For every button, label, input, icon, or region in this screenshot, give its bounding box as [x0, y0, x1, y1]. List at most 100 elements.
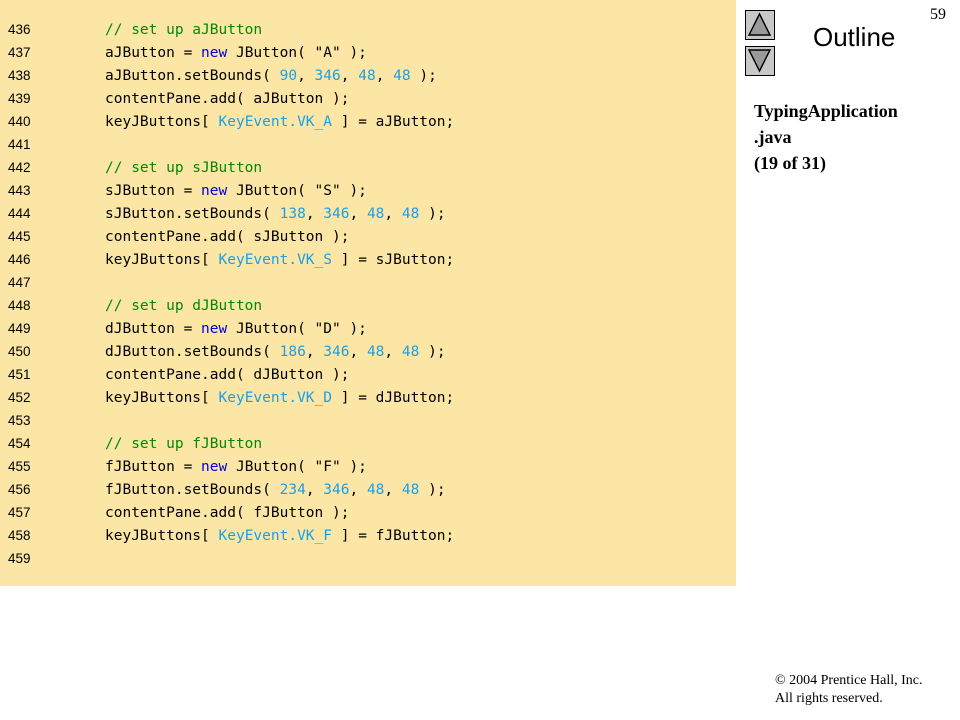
line-number: 447: [8, 275, 31, 290]
code-text: sJButton.setBounds(: [105, 206, 280, 222]
line-number: 446: [8, 252, 31, 267]
line-number: 452: [8, 390, 31, 405]
code-text: sJButton =: [105, 183, 202, 199]
file-name-line1: TypingApplication: [754, 101, 898, 121]
code-text: ,: [349, 206, 367, 222]
line-number: 439: [8, 91, 31, 106]
line-number: 436: [8, 22, 31, 37]
code-text: );: [419, 344, 446, 360]
line-number: 451: [8, 367, 31, 382]
line-number: 450: [8, 344, 31, 359]
file-part-indicator: (19 of 31): [754, 153, 826, 173]
line-number: 438: [8, 68, 31, 83]
code-text: );: [410, 68, 437, 84]
code-text: keyJButtons[: [105, 114, 219, 130]
code-comment: // set up dJButton: [105, 298, 263, 314]
code-text: );: [419, 206, 446, 222]
code-text: ,: [349, 482, 367, 498]
outline-label: Outline: [813, 22, 896, 52]
code-number: 48: [358, 68, 376, 84]
code-text: fJButton.setBounds(: [105, 482, 280, 498]
code-text: contentPane.add( fJButton );: [105, 505, 350, 521]
code-keyword: new: [201, 321, 228, 337]
line-number: 440: [8, 114, 31, 129]
code-text: ] = sJButton;: [332, 252, 455, 268]
code-number: 48: [366, 344, 385, 360]
code-text: ] = aJButton;: [332, 114, 455, 130]
code-text: dJButton.setBounds(: [105, 344, 280, 360]
code-text: aJButton.setBounds(: [105, 68, 280, 84]
line-number: 444: [8, 206, 31, 221]
line-number: 455: [8, 459, 31, 474]
code-line: 453: [8, 409, 454, 432]
code-number: 48: [401, 344, 420, 360]
triangle-up-icon: [747, 12, 772, 36]
line-number: 445: [8, 229, 31, 244]
code-line: 442// set up sJButton: [8, 156, 454, 179]
line-number: 457: [8, 505, 31, 520]
code-keyword: new: [201, 183, 228, 199]
code-text: ,: [384, 206, 402, 222]
code-text: ,: [349, 344, 367, 360]
copyright-line2: All rights reserved.: [775, 691, 883, 706]
code-number: 48: [366, 482, 385, 498]
code-number: 234: [279, 482, 306, 498]
code-text: ,: [297, 68, 315, 84]
code-number: 346: [323, 344, 350, 360]
code-text: ,: [305, 482, 324, 498]
code-text: keyJButtons[: [105, 390, 219, 406]
code-text: JButton( "S" );: [227, 183, 367, 199]
code-line: 445 contentPane.add( sJButton );: [8, 225, 454, 248]
code-text: ] = dJButton;: [332, 390, 455, 406]
code-number: 346: [323, 482, 350, 498]
code-comment: // set up fJButton: [105, 436, 263, 452]
code-text: dJButton =: [105, 321, 202, 337]
code-number: 138: [279, 206, 306, 222]
code-text: JButton( "F" );: [227, 459, 367, 475]
copyright-line1: © 2004 Prentice Hall, Inc.: [775, 673, 923, 688]
code-text: contentPane.add( sJButton );: [105, 229, 350, 245]
code-number: 346: [314, 68, 341, 84]
page-number: 59: [930, 6, 946, 23]
code-comment: // set up sJButton: [105, 160, 263, 176]
code-keyword: new: [201, 45, 228, 61]
code-text: aJButton =: [105, 45, 202, 61]
code-number: 48: [366, 206, 385, 222]
code-text: fJButton =: [105, 459, 202, 475]
code-number: 346: [323, 206, 350, 222]
code-line: 447: [8, 271, 454, 294]
line-number: 441: [8, 137, 31, 152]
code-text: keyJButtons[: [105, 252, 219, 268]
code-number: 48: [401, 206, 420, 222]
code-constant: KeyEvent.VK_F: [218, 528, 333, 544]
line-number: 454: [8, 436, 31, 451]
code-text: keyJButtons[: [105, 528, 219, 544]
code-constant: KeyEvent.VK_A: [218, 114, 333, 130]
code-number: 90: [279, 68, 298, 84]
line-number: 456: [8, 482, 31, 497]
code-line: 441: [8, 133, 454, 156]
previous-slide-button[interactable]: [745, 10, 775, 40]
code-line: 440 keyJButtons[ KeyEvent.VK_A ] = aJButt…: [8, 110, 454, 133]
code-text: ,: [305, 206, 324, 222]
code-text: ,: [375, 68, 394, 84]
triangle-down-icon: [747, 49, 772, 73]
code-text: ,: [305, 344, 324, 360]
code-line: 457 contentPane.add( fJButton );: [8, 501, 454, 524]
file-name-line2: .java: [754, 127, 792, 147]
next-slide-button[interactable]: [745, 46, 775, 76]
code-line: 454 // set up fJButton: [8, 432, 454, 455]
code-line: 448// set up dJButton: [8, 294, 454, 317]
code-text: ] = fJButton;: [332, 528, 455, 544]
code-line: 459: [8, 547, 454, 570]
